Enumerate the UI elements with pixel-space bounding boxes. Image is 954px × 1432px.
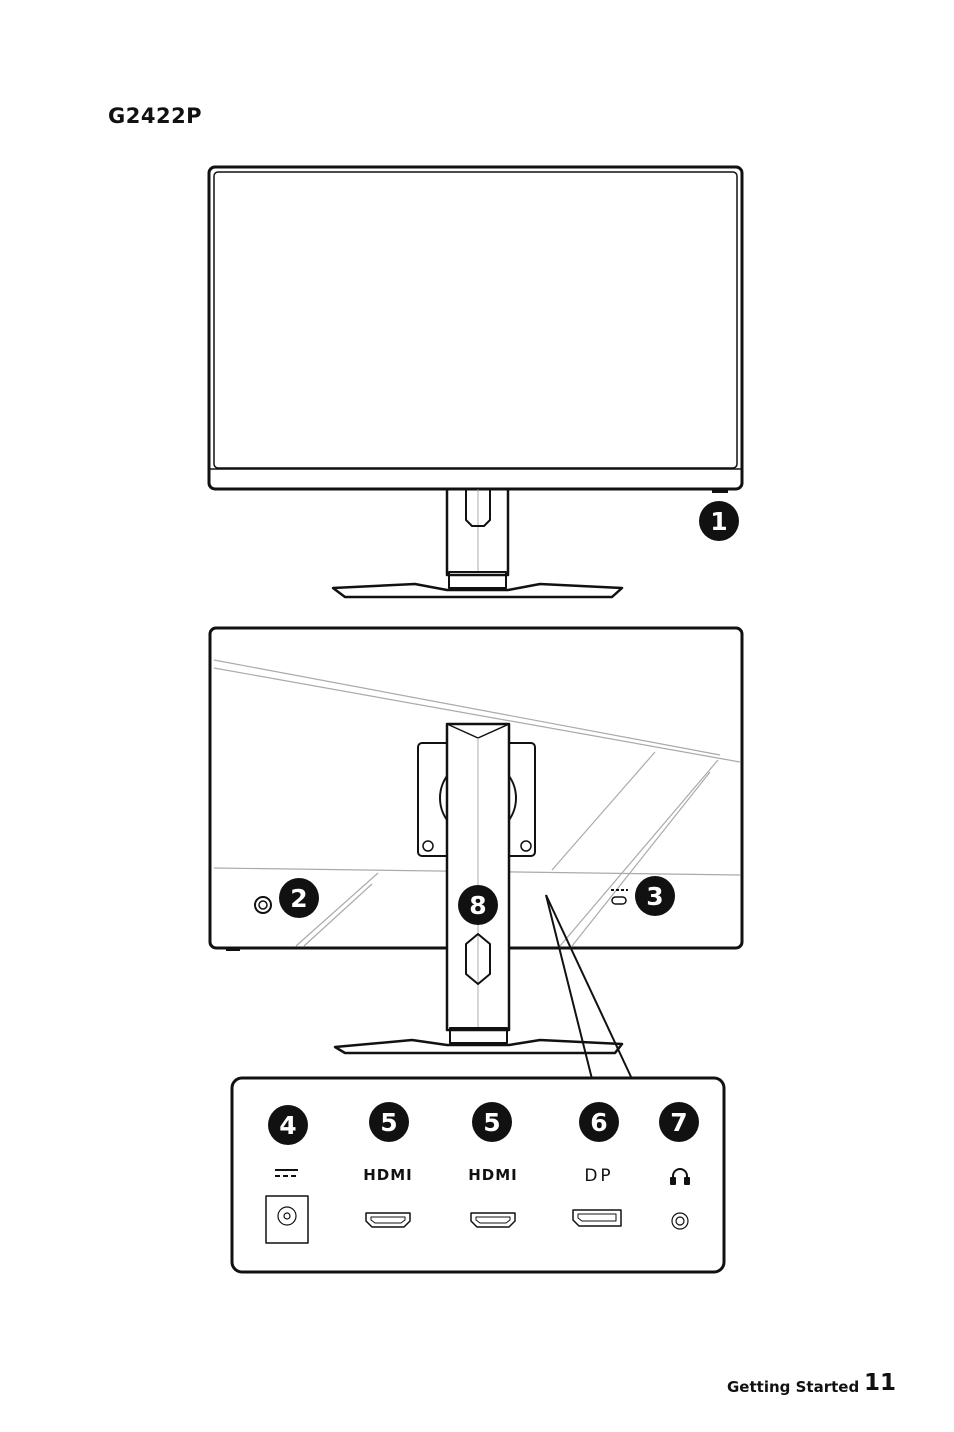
footer-section-title: Getting Started xyxy=(727,1378,859,1396)
callout-7: 7 xyxy=(659,1102,699,1142)
callout-6: 6 xyxy=(579,1102,619,1142)
callout-1: 1 xyxy=(699,501,739,541)
svg-text:7: 7 xyxy=(670,1108,687,1137)
callout-4: 4 xyxy=(268,1105,308,1145)
svg-text:6: 6 xyxy=(590,1108,607,1137)
kensington-lock xyxy=(611,890,628,904)
monitor-front-view xyxy=(209,167,742,597)
callout-5b: 5 xyxy=(472,1102,512,1142)
io-ports-panel: HDMI HDMI DP xyxy=(232,1078,724,1272)
svg-text:2: 2 xyxy=(290,884,307,913)
svg-text:1: 1 xyxy=(710,507,727,536)
svg-text:4: 4 xyxy=(279,1111,296,1140)
callout-5a: 5 xyxy=(369,1102,409,1142)
power-button xyxy=(712,488,728,493)
monitor-back-view xyxy=(210,628,742,1079)
svg-text:8: 8 xyxy=(469,891,486,920)
hdmi-1-label: HDMI xyxy=(363,1166,413,1184)
hdmi-2-label: HDMI xyxy=(468,1166,518,1184)
joystick-button xyxy=(255,897,271,913)
page-number: 11 xyxy=(864,1370,896,1396)
svg-text:5: 5 xyxy=(483,1108,500,1137)
callout-8: 8 xyxy=(458,885,498,925)
dp-label: DP xyxy=(584,1166,613,1186)
svg-text:5: 5 xyxy=(380,1108,397,1137)
callout-2: 2 xyxy=(279,878,319,918)
callout-3: 3 xyxy=(635,876,675,916)
svg-text:3: 3 xyxy=(646,882,663,911)
